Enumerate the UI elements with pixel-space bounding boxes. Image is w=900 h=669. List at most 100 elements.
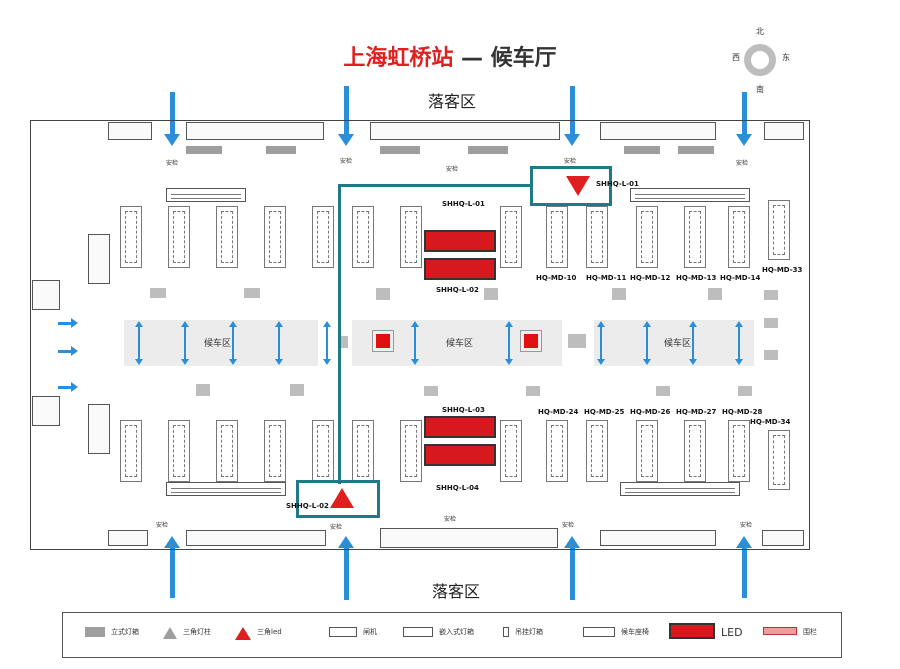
entry-arrow-icon [58,318,78,328]
shop-block [762,530,804,546]
route-line [338,184,532,187]
md-code: HQ-MD-28 [722,408,763,416]
security-label: 安检 [446,166,459,173]
md-code: HQ-MD-14 [720,274,761,282]
route-line [338,184,341,484]
flow-arrow-icon [229,321,237,365]
security-label: 安检 [340,158,353,165]
gate-bottom [500,420,522,482]
entrance-arrow-icon [338,86,354,146]
led-code: SHHQ-L-04 [436,484,479,492]
md-code: HQ-MD-11 [586,274,627,282]
compass-east: 东 [782,53,790,62]
legend-standing-swatch [85,627,105,637]
embedded-lightbox [290,384,304,396]
led-code: SHHQ-L-02 [436,286,479,294]
gate-bottom [120,420,142,482]
legend-tri-led-label: 三角led [257,628,282,636]
entrance-arrow-icon [338,536,354,600]
gate-bottom [586,420,608,482]
md-code: HQ-MD-12 [630,274,671,282]
gate-bottom [168,420,190,482]
shop-block [88,404,110,454]
gate-bottom [684,420,706,482]
embedded-lightbox [708,288,722,300]
security-label: 安检 [156,522,169,529]
bench-block [620,482,740,496]
flow-arrow-icon [505,321,513,365]
entry-arrow-icon [58,382,78,392]
flow-arrow-icon [735,321,743,365]
entrance-arrow-icon [164,92,180,146]
hall-name: 候车厅 [490,46,557,71]
station-name: 上海虹桥站 [343,46,454,71]
shop-block [600,122,716,140]
highlight-box-bottom [296,480,380,518]
md-code: HQ-MD-13 [676,274,717,282]
security-label: 安检 [736,160,749,167]
gate-top [768,200,790,260]
security-label: 安检 [330,524,343,531]
embedded-lightbox [568,334,586,348]
gate-top [636,206,658,268]
shop-block [32,396,60,426]
led-screen [424,230,496,252]
gate-top [312,206,334,268]
gate-bottom [768,430,790,490]
embedded-lightbox [764,290,778,300]
gate-top [264,206,286,268]
led-code: SHHQ-L-03 [442,406,485,414]
flow-arrow-icon [323,321,331,365]
legend-tri-board-label: 三角灯柱 [183,628,211,636]
security-label: 安检 [444,516,457,523]
legend: 立式灯箱 三角灯柱 三角led 闸机 嵌入式灯箱 吊挂灯箱 候车座椅 LED 围… [62,612,842,658]
flow-arrow-icon [411,321,419,365]
flow-arrow-icon [643,321,651,365]
embedded-lightbox [612,288,626,300]
waiting-zone-label: 候车区 [204,339,232,349]
embedded-lightbox [424,386,438,396]
gate-top [586,206,608,268]
security-label: 安检 [740,522,753,529]
shop-block [380,528,558,548]
flow-arrow-icon [597,321,605,365]
legend-rail-label: 围栏 [803,628,817,636]
title-dash: — [461,46,483,71]
flow-arrow-icon [135,321,143,365]
legend-hanging-label: 吊挂灯箱 [515,628,543,636]
bench-block [166,482,286,496]
standing-lightbox [380,146,420,154]
led-icon [669,623,715,639]
gate-top [684,206,706,268]
zone-dropoff-bottom: 落客区 [432,582,481,601]
waiting-zone-label: 候车区 [446,339,474,349]
bench-icon [583,627,615,637]
legend-bench-label: 候车座椅 [621,628,649,636]
triangle-board-icon [163,627,177,639]
entry-arrow-icon [58,346,78,356]
entrance-arrow-icon [736,92,752,146]
gate-top [168,206,190,268]
map-title: 上海虹桥站 — 候车厅 [0,40,900,72]
embedded-lightbox [764,318,778,328]
shop-block [186,122,324,140]
security-label: 安检 [166,160,179,167]
shop-block [186,530,326,546]
compass-south: 南 [756,85,764,94]
legend-led-label: LED [721,626,743,639]
bench-block [166,188,246,202]
embedded-lightbox [764,350,778,360]
flow-arrow-icon [275,321,283,365]
standing-lightbox [186,146,222,154]
compass-west: 西 [732,53,740,62]
bench-block [630,188,750,202]
embedded-lightbox-icon [403,627,433,637]
triangle-led-icon [566,176,590,196]
embedded-lightbox [484,288,498,300]
entrance-arrow-icon [564,86,580,146]
embedded-lightbox [338,336,348,348]
legend-standing-label: 立式灯箱 [111,628,139,636]
shop-block [32,280,60,310]
standing-lightbox [266,146,296,154]
gate-bottom [728,420,750,482]
